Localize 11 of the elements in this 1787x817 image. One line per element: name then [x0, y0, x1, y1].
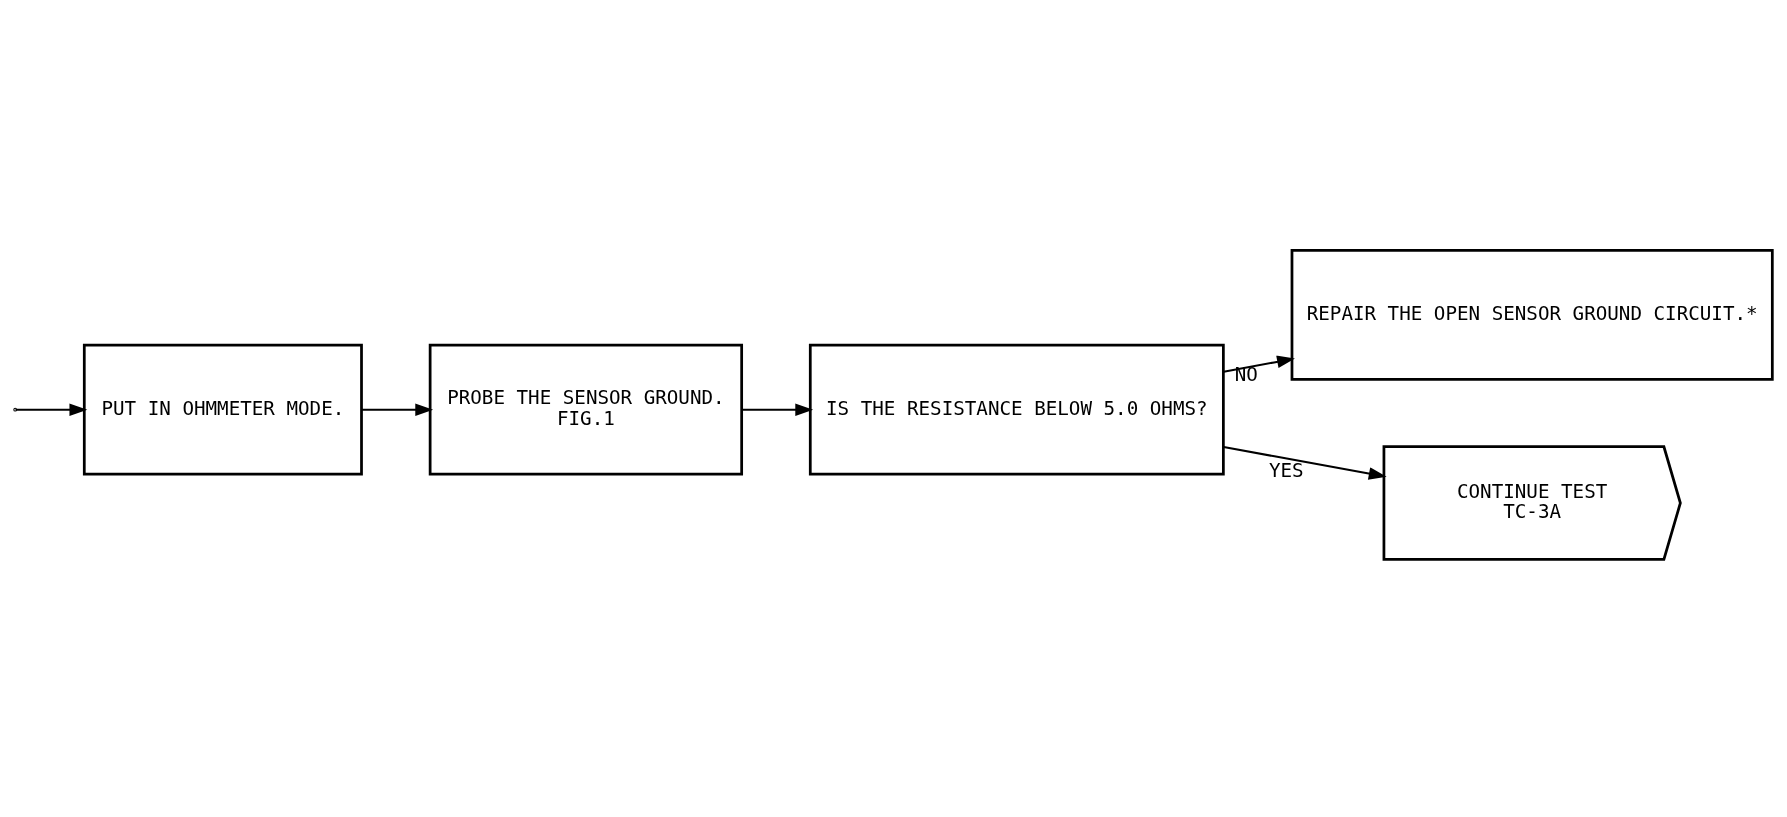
- edge-label: NO: [1234, 362, 1258, 386]
- arrow: [1223, 355, 1295, 373]
- arrow: [362, 402, 434, 416]
- node-box: REPAIR THE OPEN SENSOR GROUND CIRCUIT.*: [1290, 248, 1774, 381]
- node-box: IS THE RESISTANCE BELOW 5.0 OHMS?: [808, 343, 1225, 476]
- arrow: [15, 402, 88, 416]
- node-box: PROBE THE SENSOR GROUND. FIG.1: [428, 343, 744, 476]
- arrow: [741, 402, 814, 416]
- edge-label: YES: [1269, 458, 1304, 482]
- node-box: PUT IN OHMMETER MODE.: [82, 343, 363, 476]
- arrow: [1223, 445, 1387, 480]
